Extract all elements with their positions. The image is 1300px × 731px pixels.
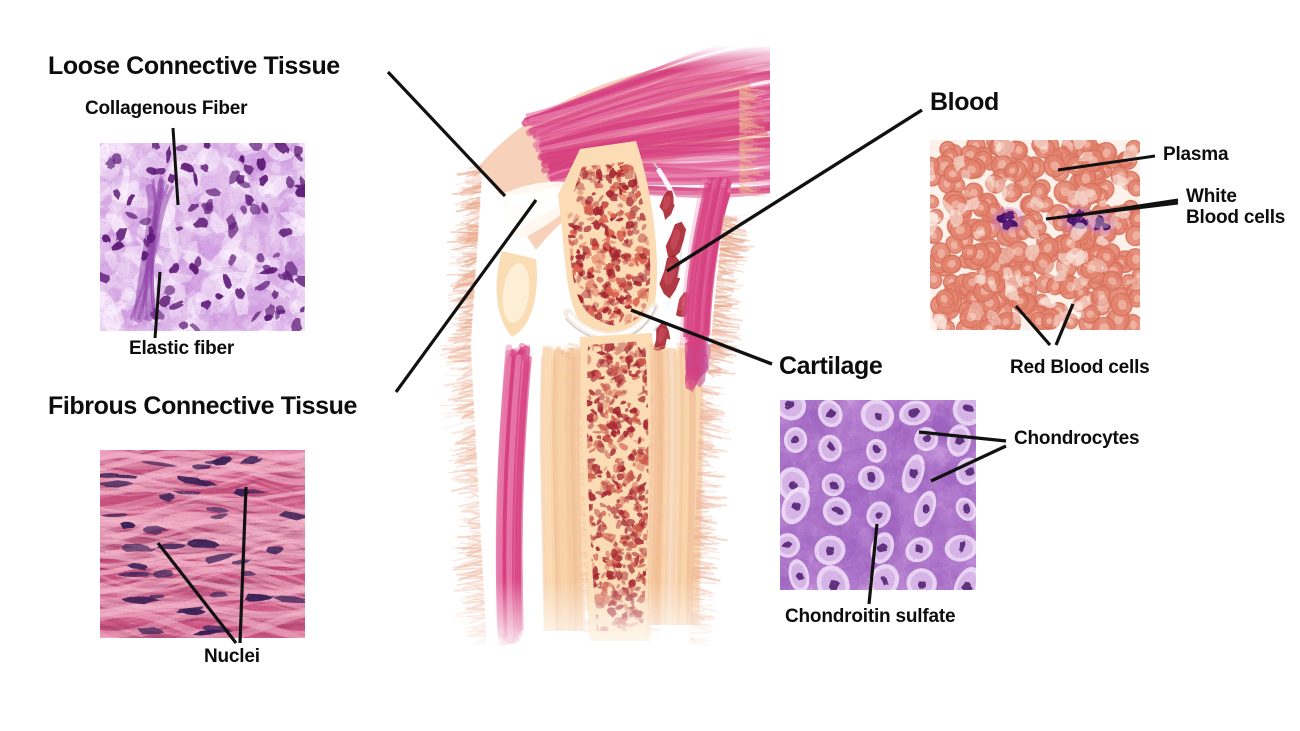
label-red-blood-cells: Red Blood cells [1010, 357, 1150, 378]
label-white-blood-cells-line1: White [1186, 186, 1237, 207]
blood-smear-micrograph [930, 140, 1140, 330]
cartilage-micrograph [780, 400, 976, 590]
knee-joint-cross-section [440, 45, 770, 660]
label-white-blood-cells-line2: Blood cells [1186, 207, 1286, 229]
label-fibrous-connective-tissue: Fibrous Connective Tissue [48, 392, 358, 420]
label-chondrocytes: Chondrocytes [1014, 428, 1140, 449]
label-loose-connective-tissue: Loose Connective Tissue [48, 52, 340, 80]
label-plasma: Plasma [1163, 144, 1229, 165]
label-blood: Blood [930, 88, 999, 116]
loose-connective-tissue-micrograph [100, 143, 305, 331]
label-elastic-fiber: Elastic fiber [129, 338, 235, 359]
label-chondroitin-sulfate: Chondroitin sulfate [785, 606, 956, 627]
label-cartilage: Cartilage [779, 352, 883, 380]
label-nuclei: Nuclei [204, 646, 260, 667]
label-collagenous-fiber: Collagenous Fiber [85, 98, 248, 119]
fibrous-connective-tissue-micrograph [100, 450, 305, 638]
